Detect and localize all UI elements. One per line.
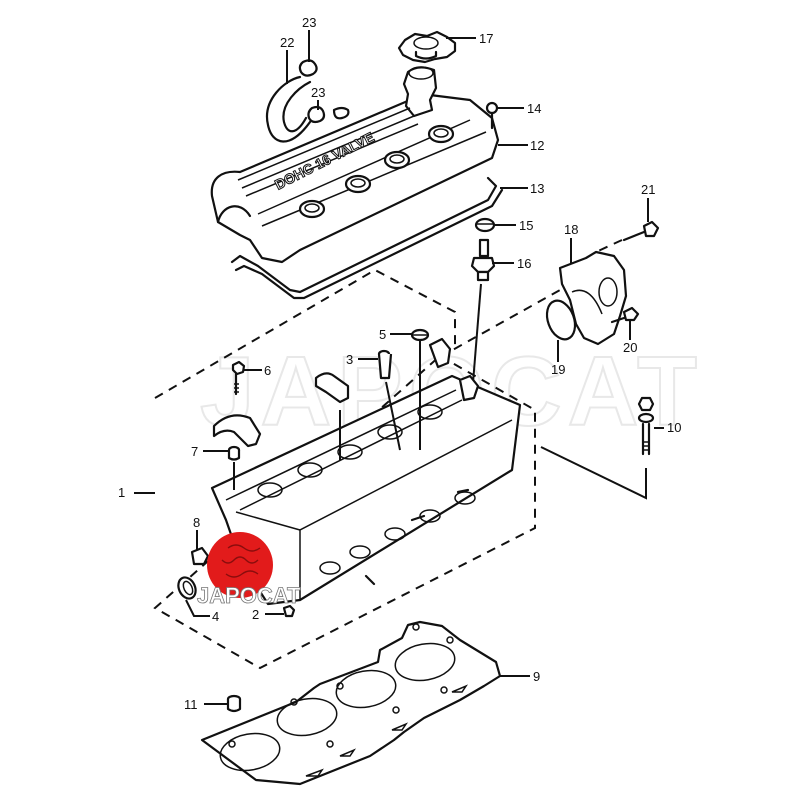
logo-emblem-icon (221, 544, 261, 578)
o-ring[interactable] (542, 297, 580, 343)
oil-seal[interactable] (175, 575, 199, 602)
head-gasket[interactable] (200, 620, 502, 786)
cylinder-head[interactable] (210, 337, 522, 606)
logo-circle (207, 532, 273, 598)
breather-hose[interactable] (265, 75, 312, 143)
callout-23-lower: 23 (311, 85, 325, 100)
callout-15: 15 (519, 218, 533, 233)
plug-8[interactable] (190, 546, 210, 566)
callout-9: 9 (533, 669, 540, 684)
callout-14: 14 (527, 101, 541, 116)
callout-13: 13 (530, 181, 544, 196)
dowel-pin[interactable] (227, 445, 241, 461)
callout-16: 16 (517, 256, 531, 271)
spark-plug-seal[interactable] (474, 217, 496, 233)
hose-clamp-lower[interactable] (307, 105, 350, 124)
japocat-logo: JAPOCAT (197, 532, 301, 608)
cover-gasket[interactable] (230, 176, 504, 300)
callout-18: 18 (564, 222, 578, 237)
callout-20: 20 (623, 340, 637, 355)
callout-12: 12 (530, 138, 544, 153)
callout-19: 19 (551, 362, 565, 377)
spark-plug[interactable] (470, 238, 496, 282)
callout-6: 6 (264, 363, 271, 378)
cylinder-head-cover[interactable]: DOHC 16 VALVE (210, 66, 500, 264)
callout-22: 22 (280, 35, 294, 50)
callout-11: 11 (184, 697, 198, 712)
callout-23-upper: 23 (302, 15, 316, 30)
camshaft-cap-2[interactable] (314, 372, 350, 404)
callout-4: 4 (212, 609, 219, 624)
callout-7: 7 (191, 444, 198, 459)
camshaft-cap[interactable] (212, 414, 262, 448)
callout-8: 8 (193, 515, 200, 530)
water-outlet-bolt-upper[interactable] (622, 220, 660, 242)
valve-guide[interactable] (377, 349, 393, 380)
callout-17: 17 (479, 31, 493, 46)
camshaft-cap-bolt[interactable] (231, 360, 246, 396)
head-bolt-axis (540, 446, 647, 500)
callout-10: 10 (667, 420, 681, 435)
outlet-axis (439, 289, 561, 358)
bolt-axis (595, 239, 623, 253)
callout-1: 1 (118, 485, 125, 500)
oil-filler-cap[interactable] (397, 30, 457, 64)
callout-3: 3 (346, 352, 353, 367)
callouts: 1 2 3 4 5 6 7 8 9 10 11 12 13 14 15 16 1… (118, 15, 681, 712)
callout-5: 5 (379, 327, 386, 342)
callout-21: 21 (641, 182, 655, 197)
head-bolt[interactable] (637, 396, 655, 456)
plug-2[interactable] (282, 604, 296, 618)
callout-2: 2 (252, 607, 259, 622)
water-outlet[interactable] (558, 250, 628, 346)
logo-text: JAPOCAT (197, 583, 301, 608)
dowel-pin-11[interactable] (226, 694, 242, 713)
leader-lines (134, 30, 664, 705)
hose-clamp-upper[interactable] (298, 59, 318, 77)
valve-guide-axis (385, 381, 401, 451)
valve-cap[interactable] (410, 328, 430, 342)
assembly-boundary (153, 268, 536, 670)
water-outlet-bolt-lower[interactable] (610, 306, 640, 324)
